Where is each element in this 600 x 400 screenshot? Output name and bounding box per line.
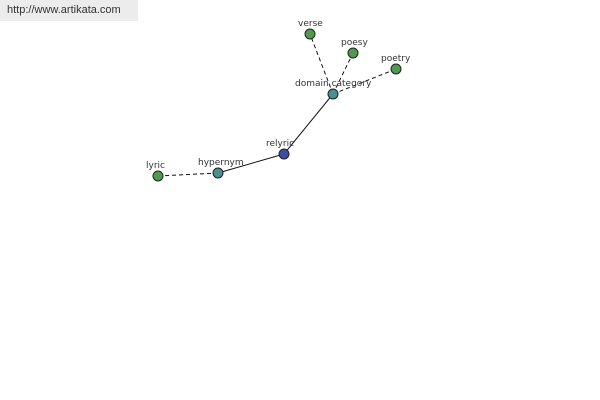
node-hypernym[interactable]: hypernym (198, 158, 244, 179)
node-poetry[interactable]: poetry (381, 54, 411, 75)
node-label-hypernym: hypernym (198, 158, 244, 168)
edge-domain_category-poesy (332, 52, 354, 95)
node-label-poesy: poesy (341, 38, 368, 48)
node-label-domain_category: domain category (295, 79, 372, 89)
node-label-lyric: lyric (146, 161, 165, 171)
node-label-verse: verse (298, 19, 323, 29)
edge-domain_category-poetry (332, 68, 397, 95)
node-label-poetry: poetry (381, 54, 411, 64)
node-circle-domain_category[interactable] (327, 88, 339, 100)
node-circle-hypernym[interactable] (212, 167, 224, 179)
edge-relyric-domain_category (283, 93, 334, 155)
node-relyric[interactable]: relyric (266, 139, 294, 160)
source-url-banner: http://www.artikata.com (0, 0, 138, 21)
node-lyric[interactable]: lyric (146, 161, 165, 182)
node-poesy[interactable]: poesy (341, 38, 368, 59)
node-circle-poesy[interactable] (347, 47, 359, 59)
edge-domain_category-verse (309, 33, 334, 95)
node-domain_category[interactable]: domain category (295, 79, 372, 100)
node-circle-lyric[interactable] (152, 170, 164, 182)
node-verse[interactable]: verse (298, 19, 323, 40)
edges-layer (157, 33, 397, 177)
node-circle-verse[interactable] (304, 28, 316, 40)
edge-relyric-hypernym (217, 153, 285, 174)
nodes-layer: relyric hypernym domain category lyric verse… (146, 19, 411, 182)
source-url-link[interactable]: http://www.artikata.com (7, 4, 121, 16)
edge-hypernym-lyric (157, 172, 219, 177)
node-circle-poetry[interactable] (390, 63, 402, 75)
node-circle-relyric[interactable] (278, 148, 290, 160)
node-label-relyric: relyric (266, 139, 294, 149)
